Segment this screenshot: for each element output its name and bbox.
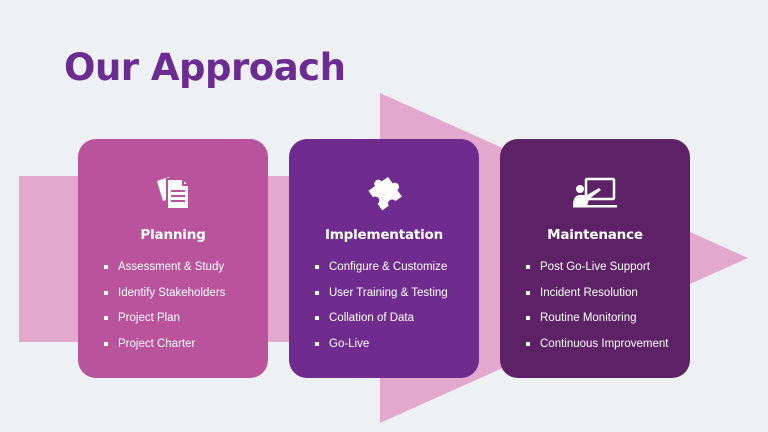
list-item: Project Charter [104, 337, 225, 363]
list-item: Assessment & Study [104, 260, 225, 286]
list-item: Collation of Data [315, 311, 448, 337]
list-item: Incident Resolution [526, 286, 668, 312]
card-implementation: Implementation Configure & Customize Use… [289, 139, 479, 378]
slide-title: Our Approach [64, 46, 346, 89]
list-item: Go-Live [315, 337, 448, 363]
bullet-list: Post Go-Live Support Incident Resolution… [526, 260, 668, 362]
list-item: Continuous Improvement [526, 337, 668, 363]
list-item: Identify Stakeholders [104, 286, 225, 312]
list-item: Routine Monitoring [526, 311, 668, 337]
bullet-list: Assessment & Study Identify Stakeholders… [104, 260, 225, 362]
presentation-board-icon [500, 173, 690, 211]
list-item: Project Plan [104, 311, 225, 337]
documents-icon [78, 173, 268, 211]
list-item: User Training & Testing [315, 286, 448, 312]
list-item: Configure & Customize [315, 260, 448, 286]
card-heading: Implementation [324, 227, 444, 243]
puzzle-piece-icon [289, 173, 479, 211]
card-heading: Maintenance [547, 227, 643, 243]
bullet-list: Configure & Customize User Training & Te… [315, 260, 448, 362]
card-planning: Planning Assessment & Study Identify Sta… [78, 139, 268, 378]
list-item: Post Go-Live Support [526, 260, 668, 286]
card-heading: Planning [140, 227, 206, 243]
card-maintenance: Maintenance Post Go-Live Support Inciden… [500, 139, 690, 378]
